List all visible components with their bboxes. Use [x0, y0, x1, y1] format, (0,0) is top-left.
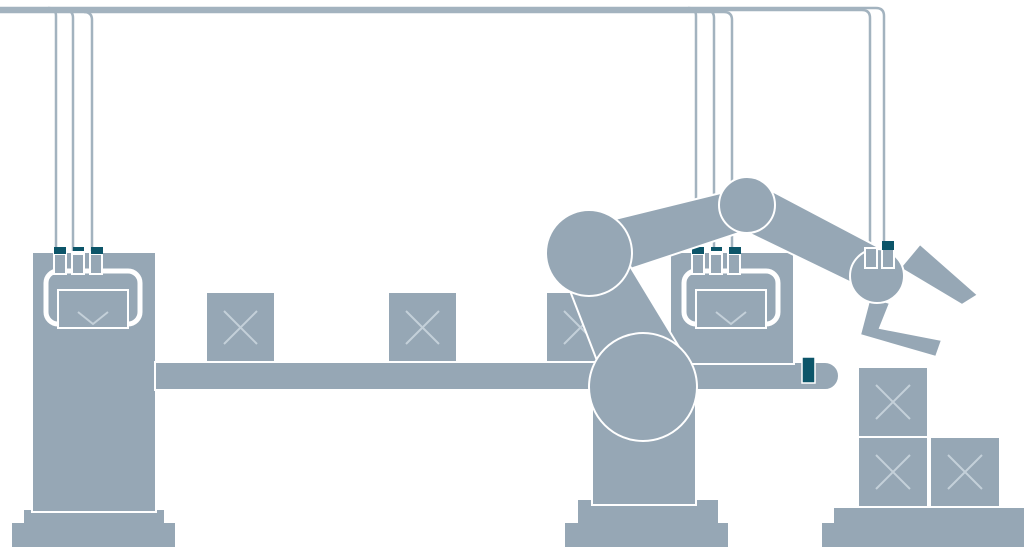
sensor-led: [54, 247, 66, 254]
pallet-base: [822, 523, 1024, 547]
robot-elbow-joint: [719, 177, 775, 233]
sensor-led: [711, 247, 722, 251]
sensor-led: [73, 247, 84, 251]
cable-2: [0, 10, 73, 262]
sensor-block: [728, 254, 740, 274]
gripper-lower-finger: [860, 297, 942, 357]
stacked-box: [930, 437, 1000, 507]
left-machine-base-plate: [12, 523, 175, 547]
left-machine-window-box: [58, 290, 128, 328]
robot-base-joint: [589, 333, 697, 441]
sensor-block: [90, 254, 102, 274]
robot-base-plate: [565, 523, 728, 547]
sensor-led: [882, 241, 894, 250]
sensor-block: [710, 254, 722, 274]
left-machine: [12, 247, 175, 547]
pallet-top: [834, 508, 1024, 523]
conveyor-box: [388, 292, 457, 362]
middle-machine: [670, 247, 794, 364]
stacked-box: [858, 367, 928, 437]
pallet: [822, 508, 1024, 547]
sensor-block: [54, 254, 66, 274]
robot-shoulder-joint: [546, 210, 632, 296]
sensor-block: [865, 248, 877, 268]
gripper-upper-finger: [900, 244, 978, 305]
sensor-block: [882, 248, 894, 268]
conveyor-belt: [155, 362, 839, 390]
conveyor-box: [206, 292, 275, 362]
cable-3: [0, 12, 92, 262]
sensor-block: [72, 254, 84, 274]
middle-machine-window-box: [696, 290, 766, 328]
sensor-led: [729, 247, 741, 254]
sensor-block: [692, 254, 704, 274]
conveyor-boxes: [206, 292, 615, 362]
sensor-led: [91, 247, 103, 254]
stacked-box: [858, 437, 928, 507]
stacked-boxes: [858, 367, 1000, 507]
conveyor-end-sensor: [802, 357, 815, 383]
cable-1: [0, 8, 56, 262]
